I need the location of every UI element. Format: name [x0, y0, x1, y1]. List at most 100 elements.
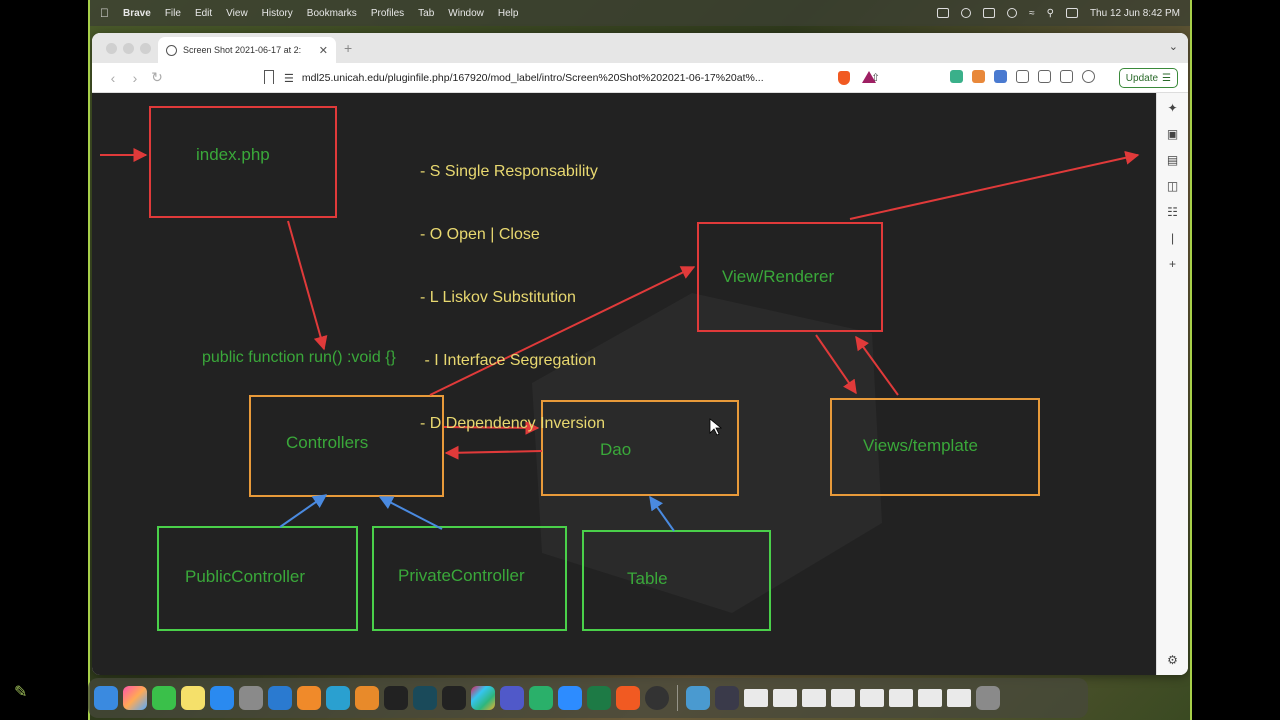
window-thumbnail[interactable] — [773, 689, 797, 707]
label-table: Table — [627, 569, 668, 588]
arrow-template-to-view — [855, 335, 899, 396]
pencil-icon[interactable]: ✎ — [14, 684, 28, 701]
status-icon[interactable] — [961, 8, 972, 18]
chevron-down-icon[interactable]: ⌄ — [1168, 41, 1178, 53]
control-center-icon[interactable] — [1065, 8, 1078, 18]
window-controls — [106, 43, 151, 54]
navigation-bar: ‹ › ↻ ☰ mdl25.unicah.edu/pluginfile.php/… — [92, 63, 1188, 93]
reload-button[interactable]: ↻ — [151, 69, 163, 85]
menu-brave[interactable]: Brave — [114, 7, 151, 19]
extension-icons — [950, 70, 1095, 83]
menu-bookmarks[interactable]: Bookmarks — [297, 7, 357, 19]
moon-icon[interactable] — [1007, 8, 1018, 18]
close-tab-icon[interactable]: ✕ — [318, 44, 328, 57]
menubar-clock[interactable]: Thu 12 Jun 8:42 PM — [1089, 7, 1180, 19]
obs-icon[interactable] — [645, 686, 669, 710]
maximize-window-button[interactable] — [140, 43, 151, 54]
window-thumbnail[interactable] — [744, 689, 768, 707]
menu-tab[interactable]: Tab — [409, 7, 434, 19]
new-tab-button[interactable]: + — [344, 40, 353, 56]
brave-shields-icon[interactable] — [838, 71, 850, 85]
window-thumbnail[interactable] — [860, 689, 884, 707]
browser-window: Screen Shot 2021-06-17 at 2: ✕ + ⌄ ‹ › ↻… — [92, 33, 1188, 675]
leo-ai-icon[interactable]: ✦ — [1167, 101, 1178, 115]
minimize-window-button[interactable] — [123, 43, 134, 54]
display-icon[interactable] — [983, 8, 996, 18]
forward-button[interactable]: › — [132, 69, 138, 86]
wallet-icon[interactable]: ▤ — [1166, 153, 1179, 167]
address-bar[interactable]: ☰ mdl25.unicah.edu/pluginfile.php/167920… — [284, 67, 880, 89]
sidebar-panel: ✦ ▣ ▤ ◫ ☷ | + ⚙ — [1156, 93, 1188, 675]
downloads-folder-icon[interactable] — [686, 686, 710, 710]
reading-list-icon[interactable]: ☷ — [1167, 205, 1178, 219]
window-thumbnail[interactable] — [889, 689, 913, 707]
stack-icon[interactable] — [715, 686, 739, 710]
activity-monitor-icon[interactable] — [442, 686, 466, 710]
menu-profiles[interactable]: Profiles — [361, 7, 404, 19]
window-thumbnail[interactable] — [947, 689, 971, 707]
facetime-icon[interactable] — [152, 686, 176, 710]
box-table — [582, 530, 771, 631]
architecture-diagram — [100, 106, 1140, 631]
tab-screenshot[interactable]: Screen Shot 2021-06-17 at 2: ✕ — [158, 37, 336, 63]
back-button[interactable]: ‹ — [110, 69, 116, 86]
menu-edit[interactable]: Edit — [185, 7, 212, 19]
url-text[interactable]: mdl25.unicah.edu/pluginfile.php/167920/m… — [301, 72, 764, 84]
terminal-icon[interactable] — [384, 686, 408, 710]
update-button[interactable]: Update ☰ — [1118, 68, 1178, 88]
menu-view[interactable]: View — [217, 7, 248, 19]
teams-icon[interactable] — [500, 686, 524, 710]
vscode-icon[interactable] — [268, 686, 292, 710]
arrow-private-to-controllers — [378, 496, 443, 530]
window-thumbnail[interactable] — [802, 689, 826, 707]
add-panel-icon[interactable]: + — [1168, 257, 1176, 271]
bookmarks-icon[interactable]: ◫ — [1166, 179, 1179, 193]
label-public-controller: PublicController — [185, 567, 305, 586]
wifi-icon[interactable]: ≈ — [1029, 7, 1035, 19]
tab-strip: Screen Shot 2021-06-17 at 2: ✕ + ⌄ — [92, 33, 1188, 63]
puzzle-icon[interactable] — [1016, 70, 1029, 83]
apple-icon[interactable]:  — [100, 6, 109, 20]
box-index — [149, 106, 337, 218]
photos-icon[interactable] — [123, 686, 147, 710]
screen-frame:  Brave File Edit View History Bookmarks… — [88, 0, 1192, 720]
window-thumbnail[interactable] — [918, 689, 942, 707]
slack-icon[interactable] — [471, 686, 495, 710]
brave-rewards-icon[interactable] — [862, 71, 876, 83]
menu-history[interactable]: History — [252, 7, 293, 19]
sidebar-toggle-icon[interactable] — [1038, 70, 1051, 83]
close-window-button[interactable] — [106, 43, 117, 54]
brave-icon[interactable] — [616, 686, 640, 710]
notes-icon[interactable] — [181, 686, 205, 710]
menu-file[interactable]: File — [155, 7, 181, 19]
app-icon[interactable] — [529, 686, 553, 710]
finder-icon[interactable] — [94, 686, 118, 710]
books-icon[interactable] — [355, 686, 379, 710]
solid-o: - O Open | Close — [420, 226, 540, 243]
gitkraken-icon[interactable] — [413, 686, 437, 710]
trash-icon[interactable] — [976, 686, 1000, 710]
vpn-icon[interactable] — [1082, 70, 1095, 83]
box-public-controller — [157, 526, 358, 631]
system-settings-icon[interactable] — [239, 686, 263, 710]
bookmark-icon[interactable] — [264, 70, 274, 84]
menu-help[interactable]: Help — [488, 7, 519, 19]
window-thumbnail[interactable] — [831, 689, 855, 707]
wallet-icon[interactable] — [1060, 70, 1073, 83]
solid-l: - L Liskov Substitution — [420, 289, 576, 306]
search-icon[interactable]: ⚲ — [1046, 7, 1054, 19]
app-store-icon[interactable] — [210, 686, 234, 710]
screen-record-icon[interactable] — [937, 8, 950, 18]
video-icon[interactable]: ▣ — [1166, 127, 1179, 141]
extension-icon[interactable] — [950, 70, 963, 83]
excel-icon[interactable] — [587, 686, 611, 710]
menu-window[interactable]: Window — [439, 7, 484, 19]
edge-icon[interactable] — [326, 686, 350, 710]
site-settings-icon[interactable]: ☰ — [284, 72, 294, 85]
extension-icon[interactable] — [994, 70, 1007, 83]
dock-separator — [677, 685, 678, 711]
firefox-icon[interactable] — [297, 686, 321, 710]
zoom-icon[interactable] — [558, 686, 582, 710]
gear-icon[interactable]: ⚙ — [1167, 653, 1178, 667]
metamask-icon[interactable] — [972, 70, 985, 83]
